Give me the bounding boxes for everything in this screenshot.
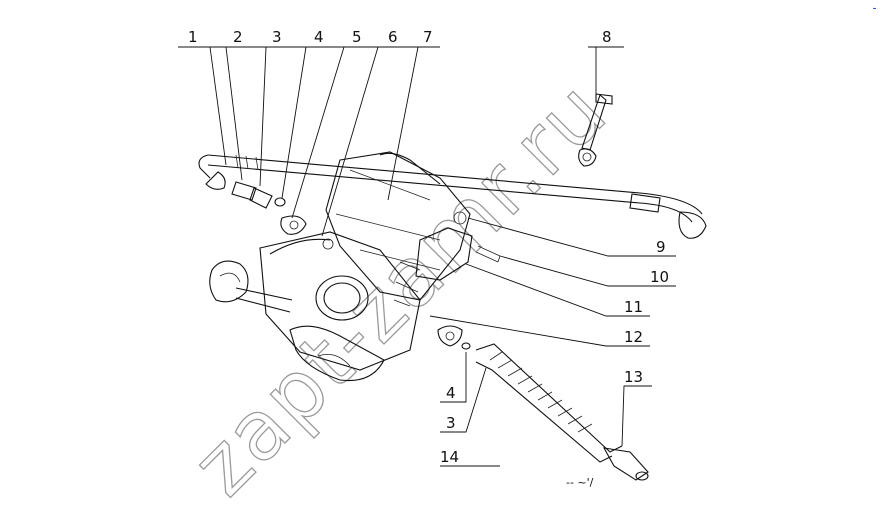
callout-11: 11	[624, 298, 643, 316]
callout-5: 5	[352, 28, 362, 46]
callout-4: 4	[314, 28, 324, 46]
callout-4-lower: 4	[446, 384, 456, 402]
callouts-top: 1 2 3 4 5 6 7 8	[188, 28, 612, 46]
corner-mark: ⁃	[872, 4, 877, 15]
fuel-line	[198, 154, 707, 239]
callout-2: 2	[233, 28, 243, 46]
callouts-right: 9 10 11 12 13	[624, 238, 669, 386]
callout-9: 9	[656, 238, 666, 256]
oil-return-tube	[437, 325, 649, 481]
bracket	[578, 93, 613, 167]
callout-14: 14	[440, 448, 459, 466]
callout-3: 3	[272, 28, 282, 46]
turbocharger	[209, 151, 473, 382]
callout-13: 13	[624, 368, 643, 386]
callout-10: 10	[650, 268, 669, 286]
callout-3-lower: 3	[446, 414, 456, 432]
callouts-bottom-left: 4 3 14	[440, 384, 459, 466]
stray-marks: -- ~'/	[566, 476, 594, 489]
callout-1: 1	[188, 28, 198, 46]
small-fittings	[231, 181, 307, 235]
callout-8: 8	[602, 28, 612, 46]
callout-6: 6	[388, 28, 398, 46]
bolts	[475, 245, 501, 263]
leader-lines	[178, 46, 676, 467]
callout-7: 7	[423, 28, 433, 46]
callout-12: 12	[624, 328, 643, 346]
